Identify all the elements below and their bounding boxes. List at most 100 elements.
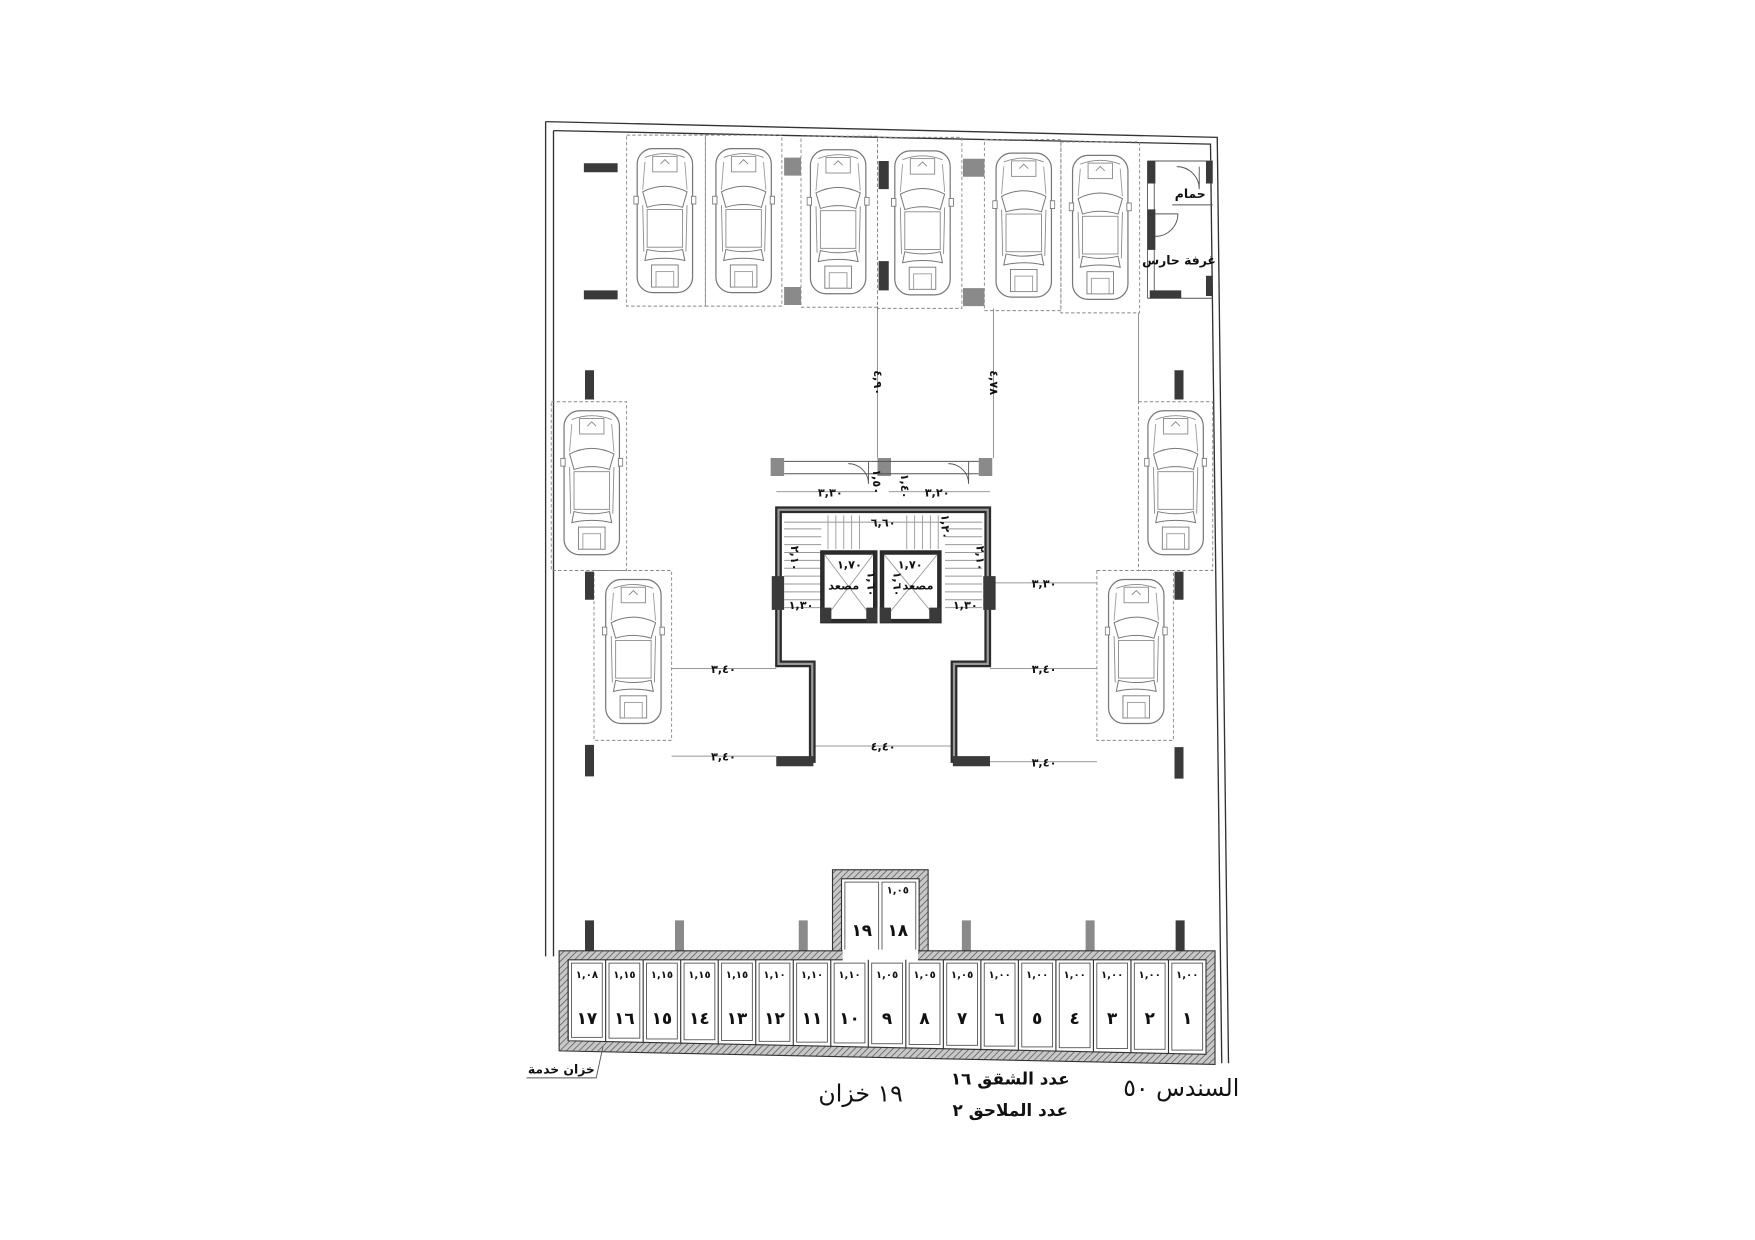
storage-width-label: ١,١٠ [801, 970, 823, 981]
storage-unit: ١,٠٠ ٣ [1092, 959, 1129, 1052]
car-icon [560, 410, 624, 556]
door-swing-icon [1176, 166, 1200, 190]
elevator-label: مصعد [903, 580, 934, 593]
storage-unit: ١,٠٥ ٩ [867, 959, 903, 1048]
parking-slot [1060, 141, 1141, 314]
storage-unit: ١,٠٥٨ [905, 959, 941, 1048]
storage-unit-outline [833, 962, 866, 1044]
dimension-label: ١,٣٠ [953, 599, 978, 612]
stair-elevator-core [770, 458, 996, 767]
storage-width-label: ١,٠٠ [1176, 970, 1198, 981]
storage-unit: ١,٠٠٥ [1017, 959, 1053, 1051]
storage-unit: ١,٠٠ ٦ [980, 959, 1016, 1050]
parking-slot [877, 136, 963, 309]
dimension-lines [671, 306, 1139, 763]
storage-number: ١٦ [614, 1008, 635, 1028]
dimension-label: ٣,٤٠ [1032, 663, 1057, 676]
site-boundary [544, 120, 1230, 1064]
column [1174, 571, 1184, 600]
column [585, 571, 594, 600]
dimension-label: ١,٣٠ [789, 599, 814, 612]
dimension-label: ٤,٩٠ [871, 370, 884, 395]
storage-unit-outline [871, 962, 903, 1045]
storage-unit-outline [608, 962, 641, 1039]
dimension-label: ٤,٤٠ [871, 741, 896, 754]
storage-number: ٧ [957, 1008, 968, 1028]
storage-number: ٩ [882, 1008, 892, 1028]
bathroom-label: حمام [1175, 187, 1206, 202]
car-icon [806, 149, 870, 295]
dimension-label: ١,٦٠ [890, 572, 903, 597]
door-swing-icon [1155, 213, 1179, 237]
column [771, 576, 785, 610]
dimension-label: ٣,٣٠ [1032, 577, 1057, 590]
annex-opening [842, 949, 918, 961]
storage-unit-outline [758, 962, 791, 1042]
storage-unit-outline [721, 962, 753, 1042]
storage-width-label: ١,٠٠ [988, 970, 1010, 981]
column [798, 920, 808, 952]
column [583, 290, 618, 300]
dimension-labels: ٤,٩٠ ٤,٧٨ ١,٥٠ ١,٤٠ ٣,٣٠ ٣,٢٠ ٦,٦٠ ١,٢٠ … [711, 370, 1057, 769]
parking-slot [550, 401, 628, 571]
storage-number: ١٣ [727, 1008, 748, 1028]
column [878, 161, 889, 190]
door-swing-icon [848, 461, 869, 484]
storage-unit: ١,٠٠١ [1167, 959, 1204, 1054]
storage-width-label: ١,٠٥ [951, 970, 973, 981]
door-swing-icon [948, 461, 970, 484]
structural-columns [583, 157, 1185, 952]
storage-width-label: ١,١٠ [838, 970, 860, 981]
dimension-label: ١,٥٠ [870, 469, 883, 494]
storage-number: ٦ [994, 1008, 1004, 1028]
wall-segment [1147, 209, 1156, 250]
wall-end [952, 756, 990, 767]
column [1174, 747, 1184, 779]
project-name: السندس ٥٠ [1123, 1074, 1239, 1102]
storage-unit-outline [908, 962, 941, 1045]
column [1174, 370, 1184, 400]
column [1175, 920, 1185, 952]
parking-slot [1096, 570, 1174, 741]
column [784, 157, 801, 176]
storage-unit-outline [946, 962, 978, 1046]
core-wall-inner [777, 508, 989, 761]
guard-room-label: غرفة حارس [1142, 254, 1216, 268]
storage-width-label: ١,١٥ [613, 970, 635, 981]
storage-width-label: ١,١٠ [763, 970, 785, 981]
elevator-label: مصعد [828, 580, 859, 593]
service-tank-callout: خزان خدمة [526, 1046, 604, 1079]
storage-width-label: ١,٠٥ [876, 970, 898, 981]
wall-end [776, 756, 814, 767]
column [585, 744, 594, 777]
storage-number: ٢ [1145, 1008, 1156, 1028]
wall-segment [929, 607, 941, 623]
guard-room: حمام غرفة حارس [1142, 160, 1216, 299]
storage-unit-outline [683, 962, 716, 1041]
storage-number: ٣ [1107, 1008, 1118, 1028]
annexes-count: عدد الملاحق ٢ [952, 1100, 1068, 1121]
storage-number: ١٠ [839, 1008, 860, 1028]
tanks-count: ١٩ خزان [818, 1080, 902, 1108]
car-icon [601, 578, 665, 725]
storage-width-label: ١,٠٠ [1063, 970, 1085, 981]
dimension-label: ٦,٦٠ [871, 517, 896, 530]
storage-unit: ١,٠٥ ٧ [942, 959, 978, 1049]
dimension-label: ٣,٣٠ [818, 486, 843, 499]
storage-width-label: ١,٠٥ [887, 885, 909, 896]
wall-segment [1147, 161, 1156, 184]
elevator-right [879, 550, 942, 624]
wall-segment [1206, 275, 1213, 296]
dimension-label: ٢,١٠ [788, 546, 801, 571]
storage-number: ٥ [1032, 1008, 1042, 1028]
car-icon [1104, 578, 1168, 725]
annex-inner [840, 878, 920, 963]
elevator-left [820, 550, 878, 624]
storage-width-label: ١,٠٠ [1101, 970, 1123, 981]
column [585, 370, 594, 400]
wall-segment [1206, 161, 1213, 184]
